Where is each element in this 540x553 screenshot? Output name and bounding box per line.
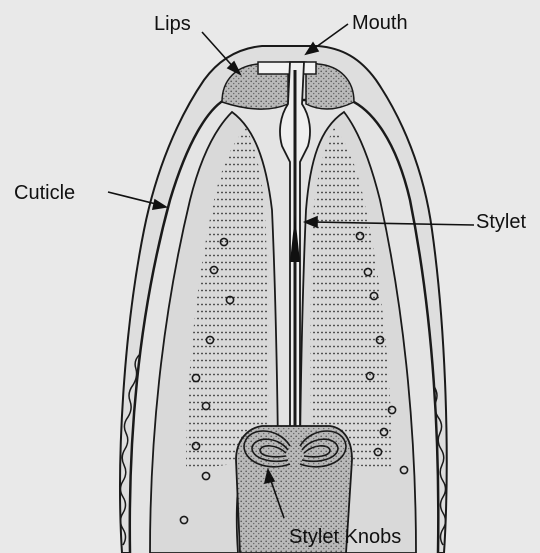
mouth-label: Mouth bbox=[352, 13, 408, 33]
cuticle-label: Cuticle bbox=[14, 183, 75, 203]
stylet-label: Stylet bbox=[476, 212, 526, 232]
lip-cap bbox=[258, 62, 316, 74]
mouth-pointer bbox=[312, 24, 348, 50]
stylet-knobs-label: Stylet Knobs bbox=[289, 527, 401, 547]
lips-label: Lips bbox=[154, 14, 191, 34]
